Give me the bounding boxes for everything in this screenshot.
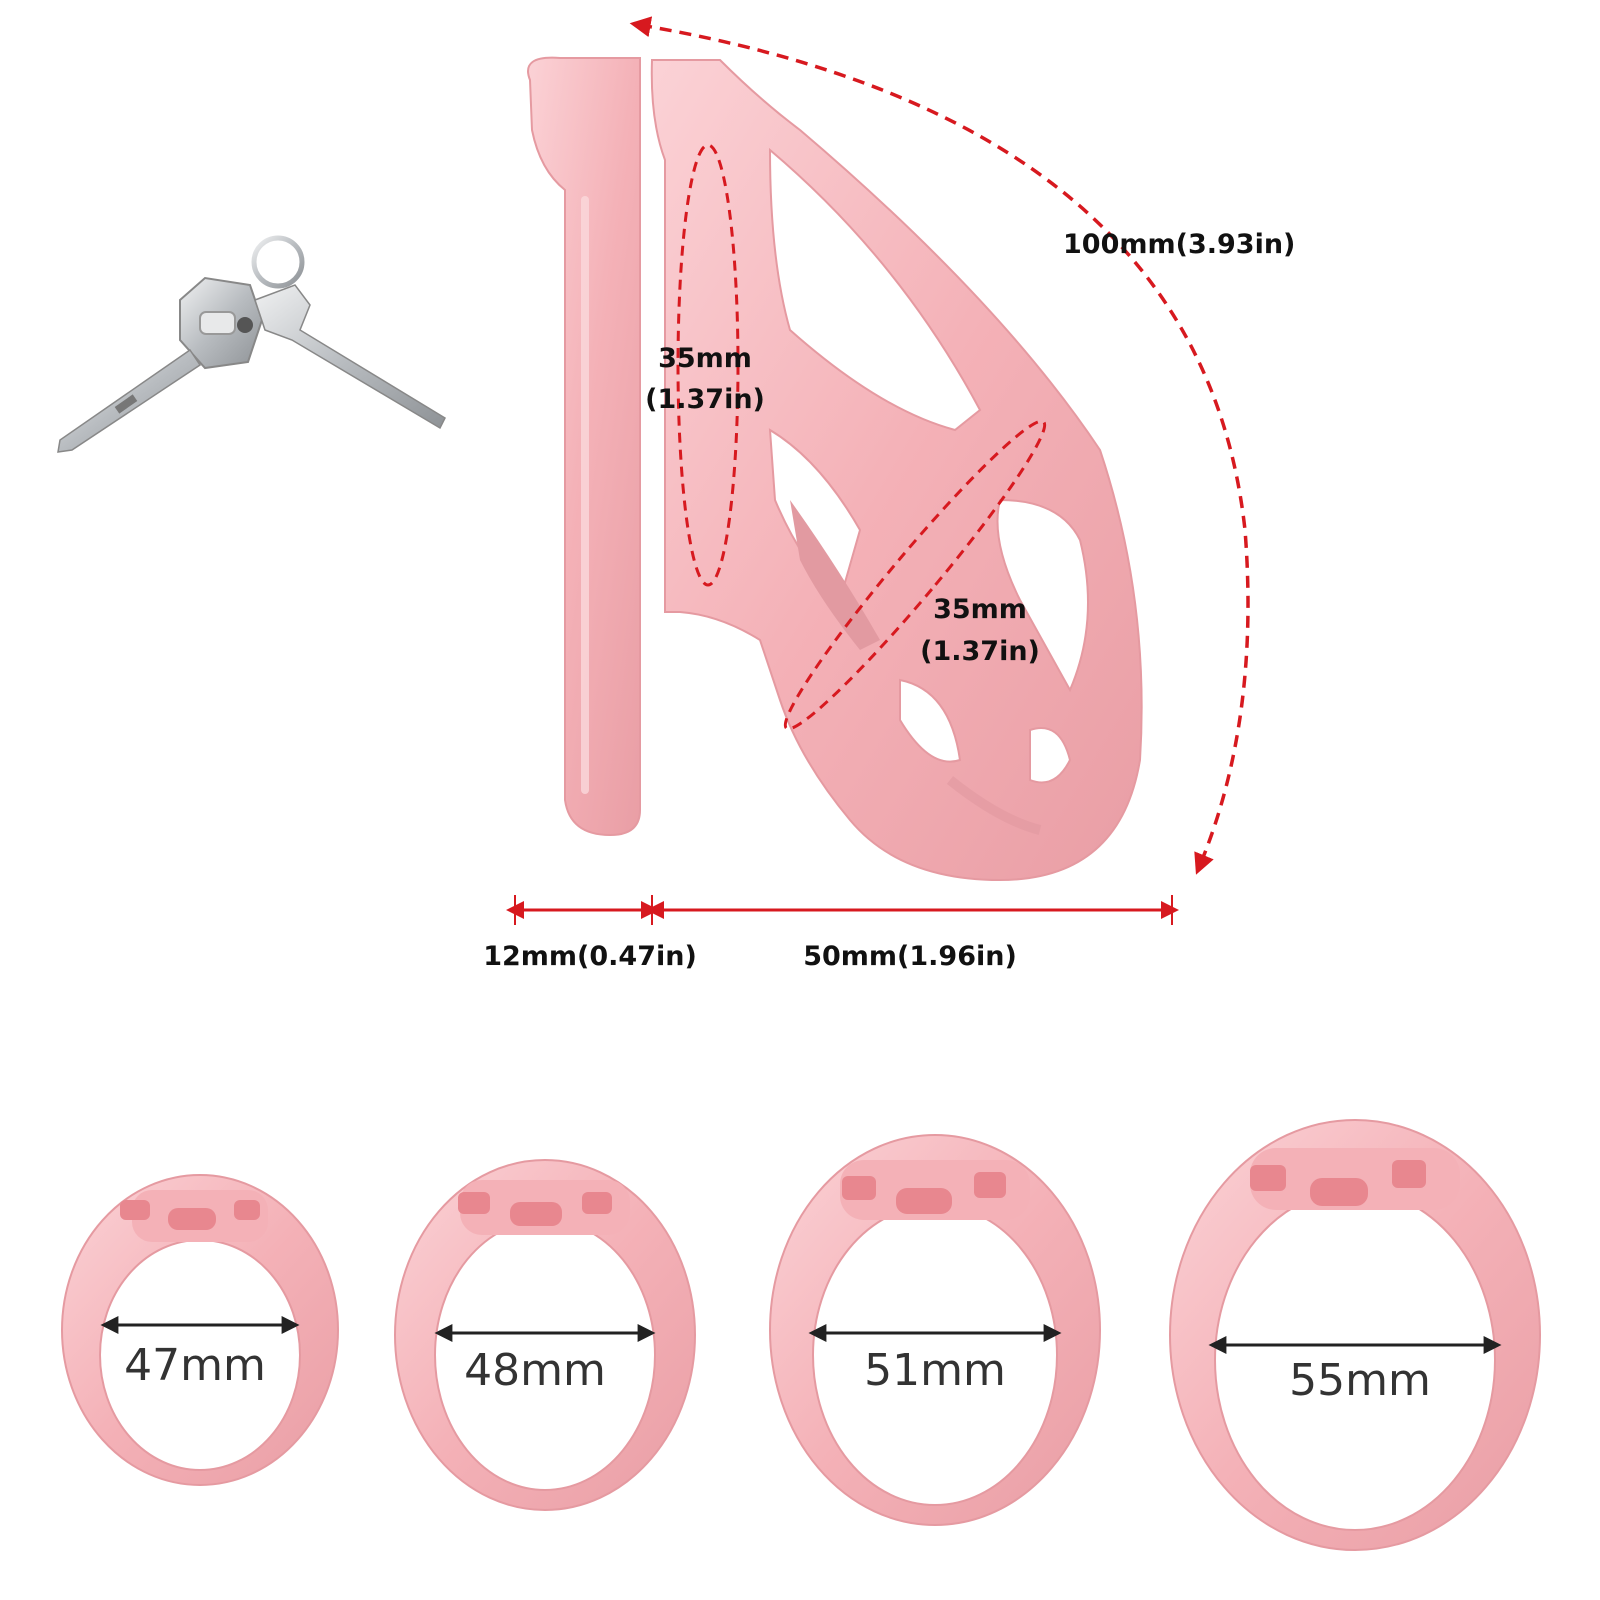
- length-curved-arrow: [629, 16, 1250, 875]
- depth-label: 50mm(1.96in): [803, 941, 1017, 972]
- gap-label: 12mm(0.47in): [483, 941, 697, 972]
- key-ring-icon: [57, 235, 446, 453]
- gap-dimension-line: [506, 895, 659, 925]
- ring-47-label: 47mm: [124, 1340, 266, 1391]
- ring-51: 51mm: [769, 1134, 1101, 1526]
- ring-47: 47mm: [61, 1174, 339, 1486]
- depth-dimension-line: [646, 895, 1179, 925]
- top-opening-value-label: 35mm: [658, 343, 752, 374]
- ring-48: 48mm: [394, 1159, 696, 1511]
- length-curved-label: 100mm(3.93in): [1063, 229, 1295, 260]
- ring-55-label: 55mm: [1289, 1355, 1431, 1406]
- base-ring-side-view: [527, 56, 641, 837]
- ring-48-label: 48mm: [464, 1345, 606, 1396]
- cage-diameter-inches-label: (1.37in): [920, 636, 1040, 667]
- ring-55: 55mm: [1169, 1119, 1541, 1551]
- top-opening-inches-label: (1.37in): [645, 384, 765, 415]
- ring-51-label: 51mm: [864, 1345, 1006, 1396]
- cage-diameter-value-label: 35mm: [933, 594, 1027, 625]
